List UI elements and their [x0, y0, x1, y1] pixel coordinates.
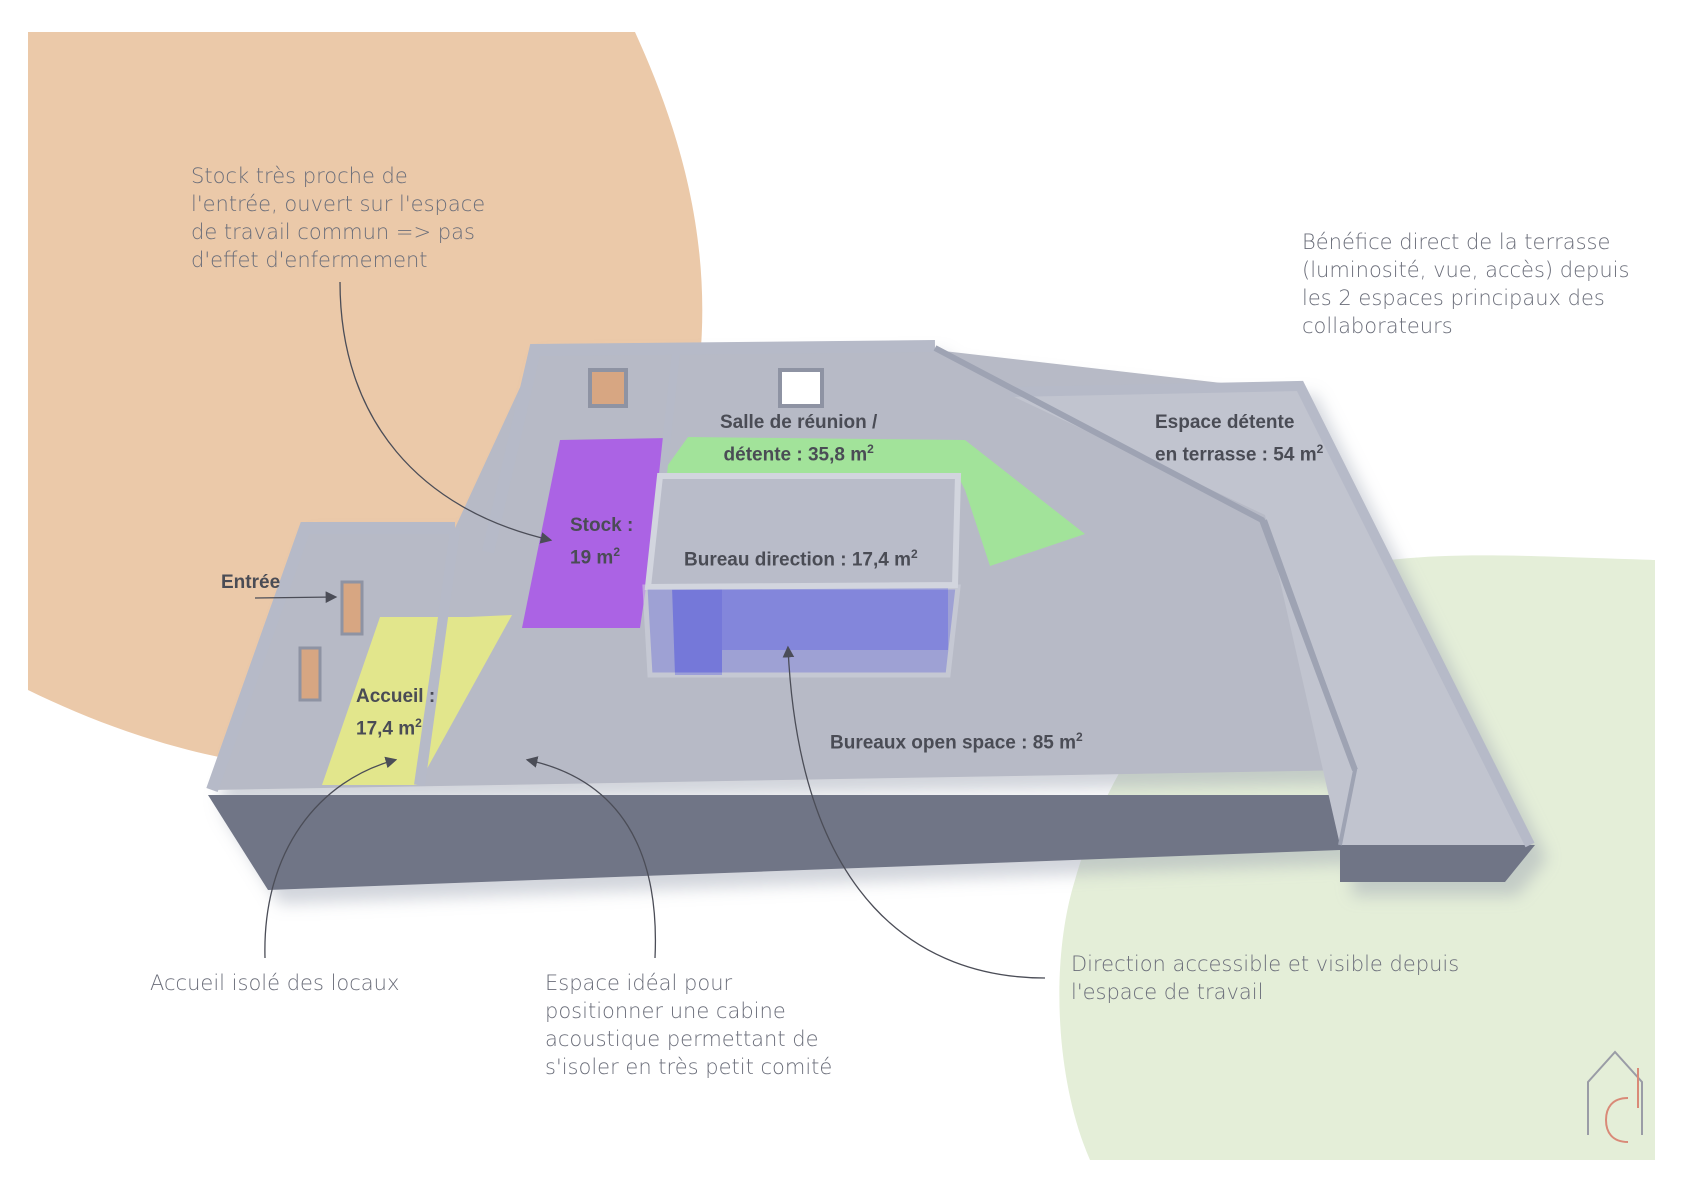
window-entrance-2 [298, 646, 322, 702]
entree-name: Entrée [221, 572, 281, 593]
terrace-note: Bénéfice direct de la terrasse (luminosi… [1302, 230, 1630, 338]
meeting-floor [660, 437, 1085, 566]
meeting-room-area: détente : 35,8 m [723, 444, 868, 466]
terrace-name: Espace détente [1155, 412, 1295, 433]
direction-leader-line [782, 645, 1046, 979]
accueil-area: 17,4 m [356, 718, 416, 740]
stock-note: Stock très proche de l'entrée, ouvert su… [191, 164, 486, 272]
stock-label: Stock : 19 m2 [570, 512, 633, 571]
window-entrance-1 [340, 580, 364, 636]
stock-name: Stock : [570, 515, 634, 536]
open-space-label: Bureaux open space : 85 m2 [830, 724, 1083, 756]
stock-floor [522, 438, 668, 628]
entree-arrow [254, 591, 338, 603]
open-space-area-unit: 2 [1076, 730, 1083, 744]
partition-accueil [415, 529, 460, 786]
front-wall-face [208, 795, 1340, 890]
direction-name-area: Bureau direction : 17,4 m [684, 549, 912, 571]
cabin-note: Espace idéal pour positionner une cabine… [545, 971, 833, 1079]
stock-area: 19 m [570, 547, 614, 569]
meeting-room-label: Salle de réunion / détente : 35,8 m2 [720, 409, 877, 468]
open-space-name-area: Bureaux open space : 85 m [830, 732, 1077, 754]
terrace-label: Espace détente en terrasse : 54 m2 [1155, 409, 1323, 468]
terrace-inner-wall [1263, 519, 1358, 846]
building-model [206, 340, 1535, 890]
stock-area-unit: 2 [613, 545, 620, 559]
meeting-room-area-unit: 2 [867, 442, 874, 456]
cabin-leader-line [525, 756, 657, 959]
accueil-name: Accueil : [356, 686, 436, 707]
window-back-left [588, 368, 628, 408]
direction-label: Bureau direction : 17,4 m2 [684, 541, 918, 573]
accueil-floor [322, 615, 512, 785]
stock-leader-line [339, 281, 553, 544]
house-c-logo-icon [1587, 1050, 1643, 1143]
terrace-area-unit: 2 [1316, 442, 1324, 456]
outer-walls [206, 522, 455, 793]
entree-label: Entrée [221, 569, 280, 596]
terrace-front-wall-face [1340, 845, 1535, 882]
accueil-note: Accueil isolé des locaux [150, 971, 400, 995]
terrace-floor [1010, 388, 1530, 845]
direction-front-glass [642, 584, 961, 678]
window-back-middle [778, 368, 824, 408]
terrace-wall [1009, 380, 1535, 848]
accueil-leader-line [264, 756, 398, 959]
meeting-room-name: Salle de réunion / [720, 412, 878, 433]
direction-note: Direction accessible et visible depuis l… [1071, 952, 1460, 1004]
accueil-label: Accueil : 17,4 m2 [356, 683, 435, 742]
accueil-area-unit: 2 [415, 716, 422, 730]
direction-area-unit: 2 [911, 547, 918, 561]
stock-wall [482, 340, 936, 554]
terrace-area: en terrasse : 54 m [1155, 444, 1317, 466]
partition-stock [659, 351, 680, 475]
